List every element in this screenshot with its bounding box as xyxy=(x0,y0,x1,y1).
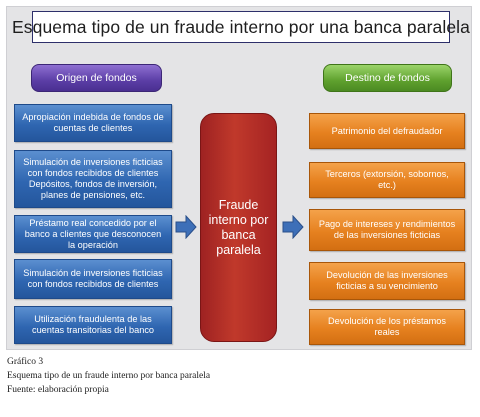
source-item-4: Simulación de inversiones ficticias con … xyxy=(14,259,172,299)
source-item-5: Utilización fraudulenta de las cuentas t… xyxy=(14,306,172,344)
source-item-3: Préstamo real concedido por el banco a c… xyxy=(14,215,172,253)
destination-item-3: Pago de intereses y rendimientos de las … xyxy=(309,209,465,251)
source-item-1: Apropiación indebida de fondos de cuenta… xyxy=(14,104,172,142)
caption-source: Fuente: elaboración propia xyxy=(7,385,109,395)
destination-item-5: Devolución de los préstamos reales xyxy=(309,309,465,345)
destination-item-4: Devolución de las inversiones ficticias … xyxy=(309,262,465,300)
diagram-title: Esquema tipo de un fraude interno por un… xyxy=(12,11,470,43)
source-header: Origen de fondos xyxy=(31,64,162,92)
destination-item-2: Terceros (extorsión, sobornos, etc.) xyxy=(309,162,465,198)
right-arrow-icon xyxy=(175,215,197,239)
source-item-2: Simulación de inversiones ficticias con … xyxy=(14,150,172,208)
right-arrow-icon xyxy=(282,215,304,239)
destination-header: Destino de fondos xyxy=(323,64,452,92)
caption-text: Esquema tipo de un fraude interno por ba… xyxy=(7,371,211,381)
caption-number: Gráfico 3 xyxy=(7,357,44,367)
destination-item-1: Patrimonio del defraudador xyxy=(309,113,465,149)
center-fraud-box: Fraude interno por banca paralela xyxy=(200,113,277,342)
